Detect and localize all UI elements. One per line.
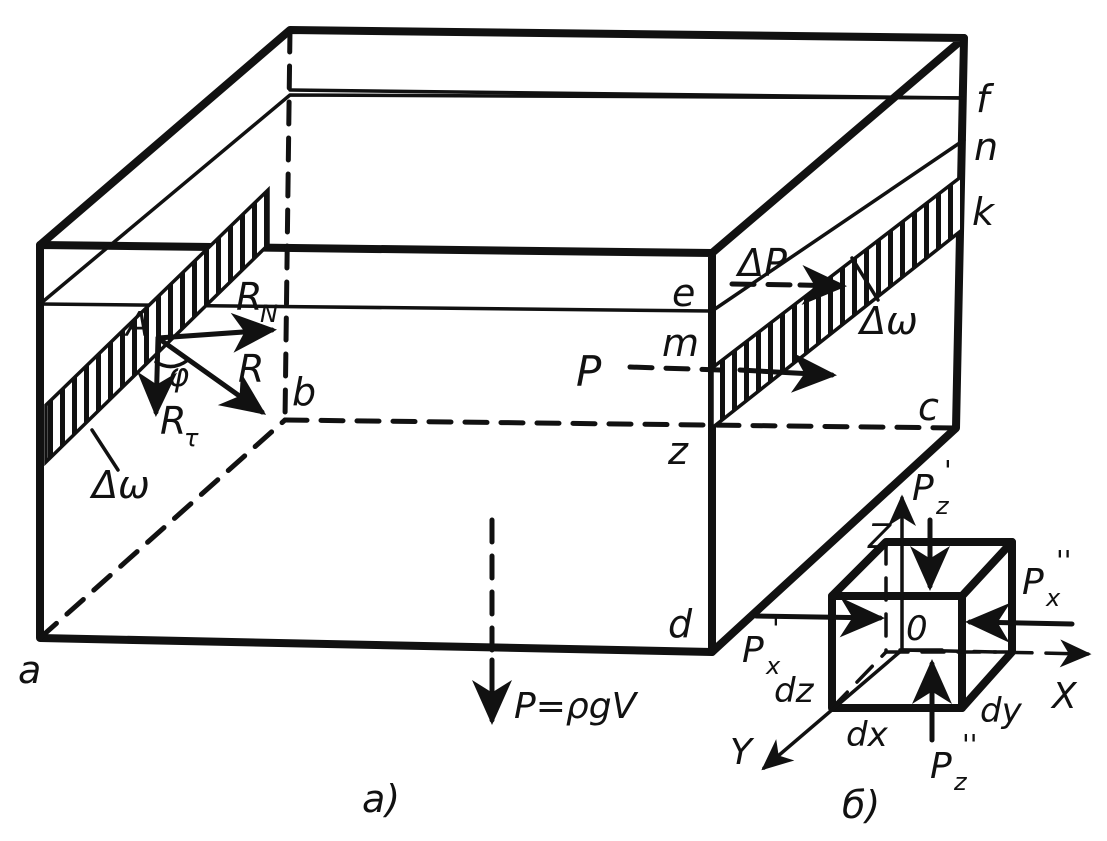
- edge-b-c-hidden: [282, 417, 959, 431]
- label-R-N-sub: N: [260, 300, 278, 328]
- label-Px-dprime-sub: x: [1045, 584, 1061, 612]
- edge-a-b-hidden: [37, 417, 288, 641]
- cube-top-face: [828, 538, 1016, 600]
- label-c: c: [918, 385, 939, 429]
- label-axis-X: X: [1050, 676, 1078, 717]
- label-Px-prime-mark: ': [772, 612, 780, 645]
- label-Pz-dprime: P: [930, 746, 952, 787]
- label-R-tau: R: [160, 399, 186, 443]
- label-dz: dz: [774, 671, 815, 711]
- angle-phi-arc: [154, 358, 190, 369]
- labels: a b c d e f n k m z A φ R N R R τ Δω Δω …: [18, 77, 1078, 827]
- label-origin-O: 0: [906, 609, 928, 649]
- force-Px-dprime-arrow: [965, 602, 1075, 643]
- back-edge-hidden: [282, 27, 293, 423]
- caption-b: б): [842, 783, 880, 827]
- force-Rtau-arrow: [137, 335, 178, 417]
- label-a: a: [18, 648, 41, 692]
- label-Pz-prime-mark: ': [944, 454, 952, 487]
- vessel-top-face: [36, 26, 968, 257]
- label-Px-dprime-mark: '': [1056, 544, 1071, 577]
- force-P-line: [627, 364, 723, 373]
- label-R-N: R: [236, 275, 262, 319]
- axis-Y-line: [761, 648, 904, 771]
- label-d: d: [668, 602, 693, 646]
- label-m: m: [662, 321, 699, 365]
- label-Px-dprime: P: [1022, 562, 1044, 603]
- right-wall-forces: [627, 265, 847, 393]
- label-b: b: [292, 370, 316, 414]
- label-Pz-dprime-mark: '': [962, 728, 977, 761]
- label-R: R: [238, 347, 264, 391]
- label-Px-prime-sub: x: [765, 652, 781, 680]
- label-R-tau-sub: τ: [184, 424, 199, 452]
- label-e: e: [672, 271, 695, 315]
- label-Px-prime: P: [742, 630, 764, 671]
- force-Px-prime-arrow: [753, 597, 885, 638]
- label-axis-Y: Y: [730, 732, 755, 773]
- label-phi: φ: [168, 356, 189, 394]
- left-wall-forces: [137, 312, 277, 417]
- force-RN-arrow: [155, 312, 277, 353]
- label-weight: P=ρgV: [514, 686, 639, 727]
- free-surface-back: [288, 88, 966, 100]
- label-Pz-dprime-sub: z: [953, 768, 968, 796]
- label-dy: dy: [980, 691, 1023, 731]
- label-n: n: [974, 125, 998, 169]
- label-delta-omega-left: Δω: [89, 463, 150, 507]
- caption-a: a): [362, 777, 400, 821]
- label-P-left: P: [576, 347, 602, 396]
- axis-X-line: [900, 639, 1092, 668]
- label-delta-P: ΔP: [735, 241, 787, 285]
- cube-hidden-depth: [830, 650, 888, 710]
- label-f: f: [976, 77, 995, 121]
- label-axis-Z: Z: [867, 517, 892, 557]
- label-A: A: [124, 305, 149, 345]
- left-hatched-area: [44, 185, 270, 472]
- label-dx: dx: [846, 715, 889, 755]
- left-hatch-leader: [90, 428, 120, 472]
- vessel: [36, 26, 968, 656]
- force-deltaP-arrow: [797, 265, 847, 306]
- force-deltaP-line: [729, 281, 803, 288]
- label-k: k: [972, 190, 996, 234]
- force-P-arrow: [737, 352, 837, 393]
- label-Pz-prime-sub: z: [935, 492, 950, 520]
- label-Pz-prime: P: [912, 468, 934, 509]
- force-R-arrow: [155, 335, 267, 415]
- label-z: z: [667, 429, 689, 473]
- right-hatch-leader: [850, 256, 880, 302]
- label-delta-omega-right: Δω: [857, 299, 918, 343]
- left-hatch-strip: [44, 185, 270, 467]
- elementary-cube: [753, 494, 1092, 771]
